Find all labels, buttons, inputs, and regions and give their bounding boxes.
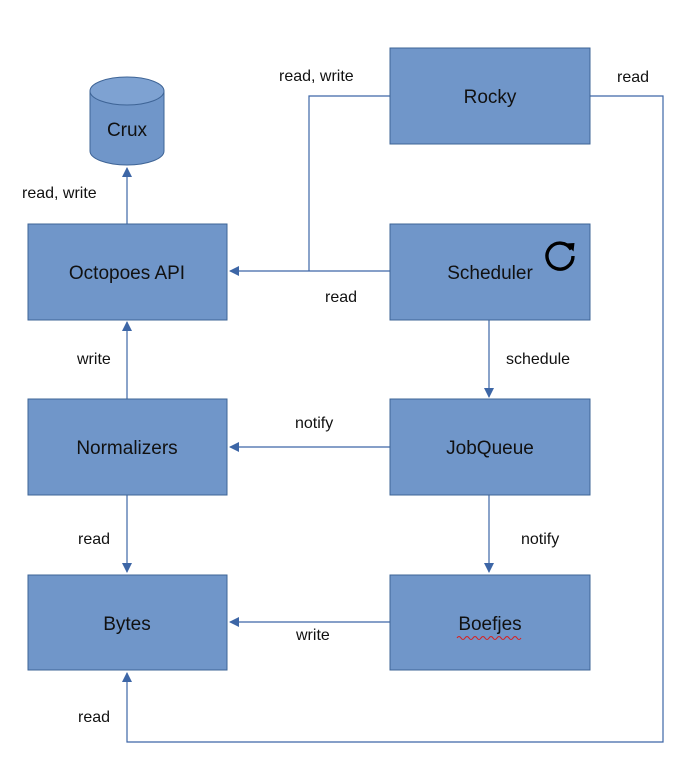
bytes-label: Bytes bbox=[103, 614, 151, 635]
scheduler-label: Scheduler bbox=[447, 263, 533, 284]
jobqueue-box: JobQueue bbox=[389, 398, 591, 496]
bytes-box: Bytes bbox=[27, 574, 228, 671]
normalizers-label: Normalizers bbox=[76, 438, 177, 459]
crux-cylinder-top bbox=[89, 76, 165, 106]
crux-cylinder-body bbox=[89, 90, 165, 166]
spellcheck-underline bbox=[456, 635, 522, 641]
boefjes-label: Boefjes bbox=[458, 614, 521, 635]
label-rocky-bytes: read bbox=[617, 69, 649, 86]
label-normalizers-octopoes: write bbox=[76, 351, 111, 368]
label-scheduler-octopoes: read bbox=[325, 289, 357, 306]
label-rocky-octopoes: read, write bbox=[279, 68, 354, 85]
label-normalizers-bytes: read bbox=[78, 531, 110, 548]
crux-database: Crux bbox=[89, 76, 165, 166]
label-jobqueue-boefjes: notify bbox=[521, 531, 559, 548]
octopoes-api-box: Octopoes API bbox=[27, 223, 228, 321]
label-jobqueue-normalizers: notify bbox=[295, 415, 333, 432]
normalizers-box: Normalizers bbox=[27, 398, 228, 496]
scheduler-box: Scheduler bbox=[389, 223, 591, 321]
label-boefjes-bytes: write bbox=[295, 627, 330, 644]
refresh-icon bbox=[545, 241, 575, 271]
jobqueue-label: JobQueue bbox=[446, 438, 534, 459]
edge-rocky-octopoes bbox=[308, 95, 390, 271]
boefjes-box: Boefjes bbox=[389, 574, 591, 671]
rocky-label: Rocky bbox=[464, 87, 517, 108]
label-scheduler-jobqueue: schedule bbox=[506, 351, 570, 368]
rocky-box: Rocky bbox=[389, 47, 591, 145]
label-octopoes-crux: read, write bbox=[22, 185, 97, 202]
crux-label: Crux bbox=[107, 120, 148, 141]
edge-rocky-bytes bbox=[122, 95, 664, 743]
label-bytes-from-rocky: read bbox=[78, 709, 110, 726]
octopoes-api-label: Octopoes API bbox=[69, 263, 185, 284]
